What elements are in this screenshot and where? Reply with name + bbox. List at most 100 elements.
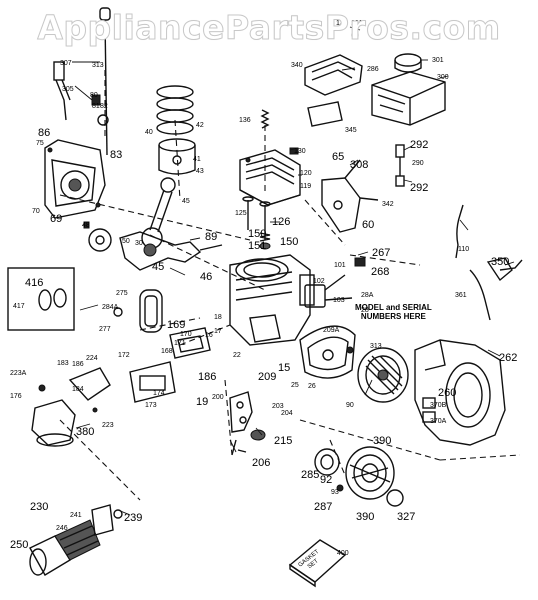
carburetor-gaskets (129, 327, 211, 403)
part-number-label: 150 (280, 236, 299, 248)
blower-housing (414, 339, 506, 446)
part-number-label: 361 (455, 292, 467, 299)
backplate (299, 325, 356, 379)
kit-416-box (7, 267, 75, 331)
rewind-starter (314, 446, 404, 507)
part-number-label: 183 (57, 360, 69, 367)
part-number-label: 16 (205, 332, 213, 339)
part-number-label: 380 (76, 426, 95, 438)
model-serial-note: MODEL and SERIAL NUMBERS HERE (355, 303, 432, 321)
part-number-label: 174 (153, 390, 165, 397)
part-number-label: 186 (198, 371, 217, 383)
watermark: AppliancePartsPros.com (37, 8, 501, 48)
part-number-label: 110 (458, 246, 470, 253)
part-number-label: 81 (92, 103, 100, 110)
part-number-label: 50 (122, 238, 130, 245)
part-number-label: 292 (410, 139, 429, 151)
model-serial-note-line2: NUMBERS HERE (360, 312, 426, 322)
part-number-label: 102 (313, 278, 325, 285)
fuel-tank (371, 53, 446, 126)
part-number-label: 170 (180, 331, 192, 338)
part-number-label: 390 (356, 511, 375, 523)
part-number-label: 83 (110, 149, 123, 161)
air-filter (113, 289, 163, 333)
part-number-label: 268 (371, 266, 390, 278)
part-number-label: 203 (272, 403, 284, 410)
part-number-label: 42 (196, 122, 204, 129)
fuel-line (395, 144, 405, 187)
part-number-label: 224 (86, 355, 98, 362)
crankshaft (119, 231, 223, 271)
dipstick-assembly (53, 7, 111, 156)
flywheel (346, 346, 409, 403)
part-number-label: 45 (152, 261, 165, 273)
part-number-label: 313 (92, 62, 104, 69)
part-number-label: 82 (100, 103, 108, 110)
control-bracket (321, 159, 379, 233)
part-number-label: 69 (50, 213, 63, 225)
part-number-label: 93 (331, 489, 339, 496)
part-number-label: 307 (60, 60, 72, 67)
part-number-label: 46 (200, 271, 213, 283)
part-number-label: 223 (102, 422, 114, 429)
part-number-label: 45 (182, 198, 190, 205)
part-number-label: 250 (10, 539, 29, 551)
muffler (29, 504, 123, 576)
part-number-label: 70 (32, 208, 40, 215)
part-number-label: 75 (36, 140, 44, 147)
part-number-label: 136 (239, 117, 251, 124)
part-number-label: 28 (361, 307, 369, 314)
part-number-label: 292 (410, 182, 429, 194)
cylinder-head (239, 147, 301, 206)
part-number-label: 209A (323, 327, 340, 334)
part-number-label: 327 (397, 511, 416, 523)
part-number-label: 241 (70, 512, 82, 519)
part-number-label: 277 (99, 326, 111, 333)
part-number-label: 345 (345, 127, 357, 134)
part-number-label: 131 (351, 20, 363, 27)
spark-plug-wire (455, 204, 523, 321)
part-number-label: 342 (382, 201, 394, 208)
part-number-label: 80 (90, 92, 98, 99)
part-number-label: 120 (300, 170, 312, 177)
part-number-label: 65 (332, 151, 345, 163)
part-number-label: 417 (13, 303, 25, 310)
part-number-label: 26 (308, 383, 316, 390)
part-number-label: 92 (320, 474, 333, 486)
part-number-label: 400 (337, 550, 349, 557)
part-number-label: 168 (161, 348, 173, 355)
part-number-label: 246 (56, 525, 68, 532)
part-number-label: 130 (294, 148, 306, 155)
part-number-label: 285 (301, 469, 320, 481)
carburetor (31, 367, 111, 447)
part-number-label: 186 (72, 361, 84, 368)
part-number-label: 215 (274, 435, 293, 447)
part-number-label: 200 (212, 394, 224, 401)
part-number-label: 267 (372, 247, 391, 259)
part-number-label: 209 (258, 371, 277, 383)
part-number-label: 171 (174, 340, 186, 347)
part-number-label: 290 (412, 160, 424, 167)
part-number-label: 119 (300, 183, 312, 190)
part-number-label: 103 (333, 297, 345, 304)
piston-rings (156, 85, 196, 175)
part-number-label: 172 (118, 352, 130, 359)
part-number-label: 301 (432, 57, 444, 64)
part-number-label: 48 (82, 222, 90, 229)
tank-bracket (304, 31, 363, 127)
part-number-label: 60 (362, 219, 375, 231)
part-number-label: 370A (430, 418, 447, 425)
part-number-label: 275 (116, 290, 128, 297)
part-number-label: 184 (72, 386, 84, 393)
part-number-label: 25 (291, 382, 299, 389)
part-number-label: 28A (361, 292, 374, 299)
leader-lines (75, 26, 515, 516)
ignition-coil (304, 257, 366, 308)
part-number-label: 30 (135, 240, 143, 247)
part-number-label: 43 (196, 168, 204, 175)
part-number-label: 151 (248, 240, 267, 252)
part-number-label: 101 (334, 262, 346, 269)
